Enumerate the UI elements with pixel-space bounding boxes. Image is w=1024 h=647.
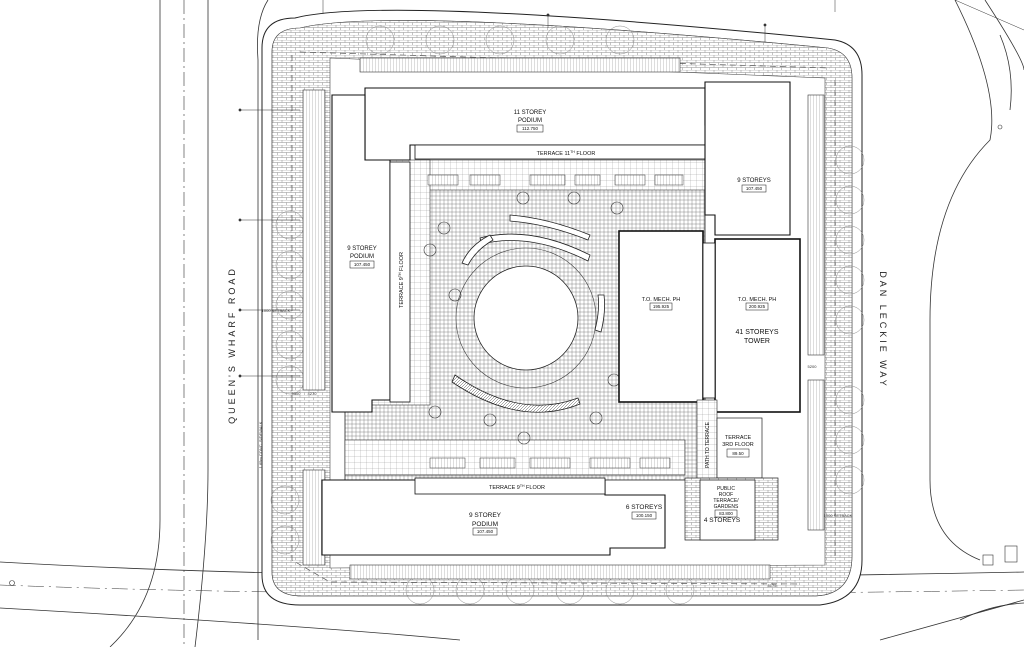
north-podium-line2: PODIUM	[518, 118, 542, 124]
west-dim2-note: 4270	[308, 391, 318, 396]
west-road-curb-right	[194, 0, 209, 647]
public-roof-line3: TERRACE/	[713, 498, 739, 504]
east-road-left	[929, 0, 993, 561]
west-terrace-label: TERRACE 9TH FLOOR	[398, 252, 405, 308]
mech-west-elevation: 195.925	[653, 304, 670, 309]
tower-elevation: 200.925	[749, 304, 766, 309]
public-roof-line4: GARDENS	[714, 504, 739, 510]
northeast-line1: 9 STOREYS	[737, 178, 771, 184]
public-roof-label: PUBLIC ROOF TERRACE/ GARDENS 83.800	[713, 486, 739, 518]
tower-label: T.O. MECH. PH 200.925 41 STOREYS TOWER	[735, 297, 778, 345]
east-dim-note: 5200	[808, 364, 818, 369]
northeast-footprint	[704, 81, 791, 236]
south-podium-label: 9 STOREY PODIUM 107.450	[469, 512, 502, 536]
east-setback-note: 1000 SETBACK	[824, 513, 853, 518]
south-podium-line2: PODIUM	[472, 521, 498, 528]
dimension-ticks	[238, 0, 836, 378]
ne-road-diag	[954, 0, 1024, 31]
terrace-3rd-floor	[716, 417, 763, 479]
six-storeys-line1: 6 STOREYS	[626, 504, 663, 511]
courtyard-ring	[455, 247, 597, 389]
south-terrace	[414, 477, 606, 495]
west-setback-note: 1000 SETBACK	[262, 308, 291, 313]
tower-footprint	[714, 238, 801, 413]
east-street-name: DAN LECKIE WAY	[878, 271, 888, 389]
west-podium-line2: PODIUM	[350, 254, 374, 260]
west-terrace	[389, 161, 411, 403]
mech-west-label: T.O. MECH. PH 195.925	[642, 297, 681, 311]
perimeter-planters	[302, 57, 825, 580]
tower-line1: 41 STOREYS	[735, 329, 778, 336]
terrace-3rd-line1: TERRACE	[725, 435, 752, 441]
west-podium-line1: 9 STOREY	[347, 246, 377, 252]
tower-line2: TOWER	[744, 338, 770, 345]
mech-west-line1: T.O. MECH. PH	[642, 297, 681, 303]
six-storeys-label: 6 STOREYS 100.150	[626, 504, 663, 520]
north-podium-elevation: 112.750	[522, 126, 538, 131]
courtyard-lawn	[473, 265, 579, 371]
public-roof-elevation: 83.800	[719, 511, 733, 516]
se-kerb	[959, 602, 1024, 621]
south-podium-line1: 9 STOREY	[469, 512, 502, 519]
perimeter-trees	[270, 25, 865, 605]
south-road-edge-bottom	[0, 607, 461, 641]
mech-west-footprint	[618, 230, 704, 403]
northeast-label: 9 STOREYS 107.450	[737, 178, 771, 193]
terrace-3rd-floor-label: TERRACE 3RD FLOOR 89.50	[722, 435, 754, 458]
east-road-right	[984, 0, 1024, 71]
south-terrace-label: TERRACE 9TH FLOOR	[489, 484, 545, 491]
public-roof-line1: PUBLIC	[717, 486, 735, 492]
east-road-curve	[999, 34, 1012, 111]
tower-link	[702, 242, 716, 399]
tower-mech: T.O. MECH. PH	[738, 297, 777, 303]
west-podium-label: 9 STOREY PODIUM 107.450	[347, 246, 377, 269]
west-sidewalk-note: 1.65m CONC. SIDEWALK	[258, 421, 263, 468]
courtyard-benches	[451, 214, 605, 413]
path-to-terrace-label: PATH TO TERRACE	[705, 421, 711, 468]
west-dim-note: 5000	[292, 391, 302, 396]
east-road-details	[9, 124, 1018, 586]
public-roof-line2: ROOF	[719, 492, 733, 498]
bottom-dim-note: 3175	[768, 583, 778, 588]
north-podium-label: 11 STOREY PODIUM 112.750	[514, 110, 546, 133]
terrace-3rd-line2: 3RD FLOOR	[722, 442, 754, 448]
north-terrace-label: TERRACE 11TH FLOOR	[537, 150, 596, 157]
courtyard-trees	[423, 191, 624, 445]
west-podium-elevation: 107.450	[354, 262, 371, 267]
terrace-3rd-elevation: 89.50	[732, 451, 744, 456]
north-curve	[257, 0, 269, 640]
west-road-curb-left	[109, 0, 161, 647]
northeast-elevation: 107.450	[746, 186, 763, 191]
south-podium-elevation: 107.450	[477, 529, 494, 534]
six-storeys-elevation: 100.150	[636, 513, 653, 518]
west-street-name: QUEEN'S WHARF ROAD	[227, 266, 237, 424]
four-storeys-label: 4 STOREYS	[704, 517, 741, 524]
east-kerb	[879, 599, 1024, 641]
north-podium-line1: 11 STOREY	[514, 110, 546, 116]
